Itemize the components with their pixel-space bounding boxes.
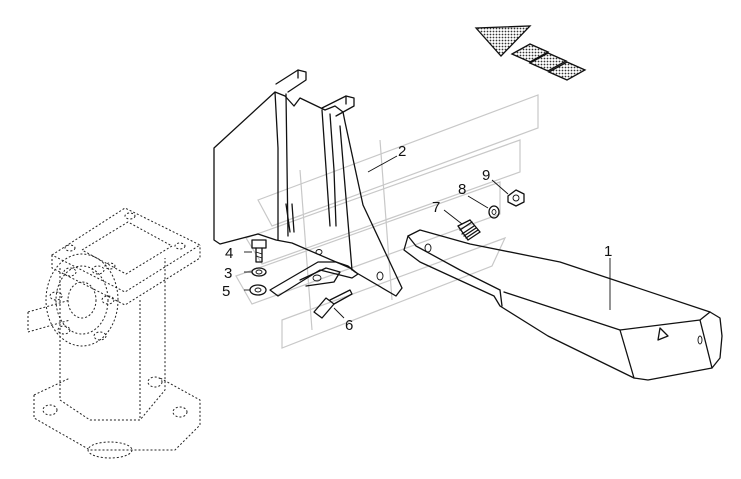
- callout-6: 6: [345, 317, 353, 334]
- deflector-plate: [213, 69, 403, 297]
- washer-part-8: [488, 205, 500, 219]
- washer-part-5: [249, 284, 267, 296]
- leader-lines: [244, 155, 611, 319]
- callout-9: 9: [482, 167, 490, 184]
- bolt-part-4: [251, 239, 267, 263]
- spring-part-7: [457, 219, 481, 241]
- callout-5: 5: [222, 283, 230, 300]
- boom-arm: [403, 229, 723, 381]
- callout-3: 3: [224, 265, 232, 282]
- callout-8: 8: [458, 181, 466, 198]
- gearbox-reference: [27, 207, 202, 459]
- callout-2: 2: [398, 143, 406, 160]
- callout-1: 1: [604, 243, 612, 260]
- lock-washer-part-3: [251, 267, 267, 277]
- callout-7: 7: [432, 199, 440, 216]
- nut-part-9: [507, 189, 525, 207]
- direction-arrow-icon: [474, 25, 587, 81]
- screw-part-6: [313, 289, 353, 319]
- callout-4: 4: [225, 245, 233, 262]
- watermark-logo: [235, 94, 539, 349]
